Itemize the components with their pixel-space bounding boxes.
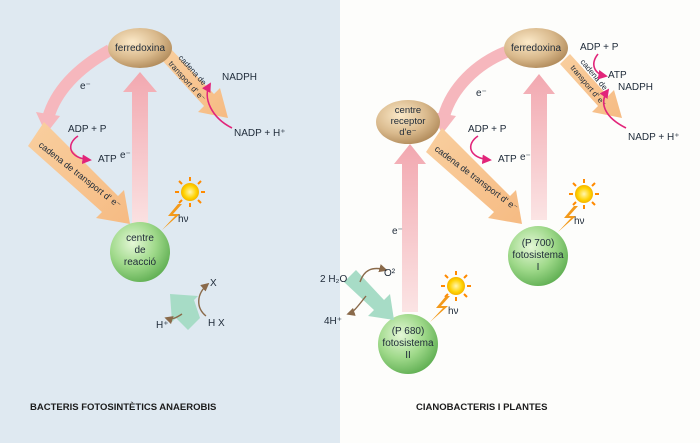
left-reaction-center-label-1: centre xyxy=(126,233,154,244)
right-ps1-label-2: fotosistema xyxy=(512,250,564,261)
right-ps2-sun-icon xyxy=(441,271,471,301)
right-middle-chain-arrow xyxy=(426,128,522,224)
right-photosystem-2-node xyxy=(378,314,438,374)
left-electron-up-label: e⁻ xyxy=(120,150,131,161)
left-electron-back-arrow xyxy=(42,44,113,120)
right-acceptor-label-3: d'e⁻ xyxy=(399,127,416,138)
right-water-arrow xyxy=(344,270,394,320)
right-ps2-hv-label: hν xyxy=(448,306,459,317)
left-upper-chain-arrow xyxy=(160,48,228,118)
right-proton-reaction-arrow xyxy=(346,295,367,316)
left-atp-reaction-arrow xyxy=(69,135,92,165)
right-ferredoxin-label: ferredoxina xyxy=(511,43,561,54)
left-sun-icon xyxy=(175,177,205,207)
right-electron-ps2-arrow xyxy=(394,144,426,312)
right-electron-back-label: e⁻ xyxy=(476,88,487,99)
right-oxygen-label: O² xyxy=(384,268,396,279)
right-proton-label: 4H⁺ xyxy=(324,316,342,327)
right-ps1-sun-icon xyxy=(569,179,599,209)
right-mid-adp-label: ADP + P xyxy=(468,124,507,135)
left-lower-chain-arrow xyxy=(28,122,130,224)
right-nadph-reaction-arrow xyxy=(599,88,627,129)
left-ferredoxin-node xyxy=(108,28,172,68)
right-electron-back-arrow xyxy=(438,46,509,118)
right-acceptor-label-1: centre xyxy=(395,105,421,116)
right-ps1-label-1: (P 700) xyxy=(522,238,555,249)
right-caption: CIANOBACTERIS I PLANTES xyxy=(416,402,547,413)
right-upper-chain-arrow xyxy=(560,54,622,118)
right-acceptor-label-2: receptor xyxy=(391,116,426,127)
right-electron-ps1-arrow xyxy=(523,74,555,220)
left-reaction-center-node xyxy=(110,222,170,282)
left-hx-label: H X xyxy=(208,318,225,329)
left-adp-label: ADP + P xyxy=(68,124,107,135)
left-reaction-center-label-3: reacció xyxy=(124,257,157,268)
right-mid-atp-reaction-arrow xyxy=(469,135,492,165)
right-ps2-label-3: II xyxy=(405,350,411,361)
right-nadph-label: NADPH xyxy=(618,82,653,93)
right-ps2-lightning-icon xyxy=(430,296,450,322)
right-electron-ps1-label: e⁻ xyxy=(520,152,531,163)
left-reaction-center-label-2: de xyxy=(134,245,146,256)
left-hv-label: hν xyxy=(178,214,189,225)
left-caption: BACTERIS FOTOSINTÈTICS ANAEROBIS xyxy=(30,402,216,413)
right-ps1-hv-label: hν xyxy=(574,216,585,227)
left-electron-back-arrowhead xyxy=(36,112,60,134)
right-electron-ps2-label: e⁻ xyxy=(392,226,403,237)
left-hplus-reaction-arrow xyxy=(164,313,183,325)
left-electron-up-arrow xyxy=(123,72,157,232)
left-nadph-reaction-arrow xyxy=(202,82,233,129)
left-nadph-label: NADPH xyxy=(222,72,257,83)
right-photosystem-1-node xyxy=(508,226,568,286)
left-nadp-label: NADP + H⁺ xyxy=(234,128,286,139)
right-ps2-label-2: fotosistema xyxy=(382,338,434,349)
left-reductant-arrow xyxy=(170,294,200,330)
right-top-atp-reaction-arrow xyxy=(593,53,608,80)
left-ferredoxin-label: ferredoxina xyxy=(115,43,165,54)
right-mid-atp-label: ATP xyxy=(498,154,517,165)
right-electron-acceptor-node xyxy=(376,100,440,144)
left-x-reaction-arrow xyxy=(198,282,210,317)
right-ps1-label-3: I xyxy=(537,262,540,273)
right-top-adp-label: ADP + P xyxy=(580,42,619,53)
right-ps2-label-1: (P 680) xyxy=(392,326,425,337)
left-x-label: X xyxy=(210,278,217,289)
right-ferredoxin-node xyxy=(504,28,568,68)
right-water-label: 2 H₂O xyxy=(320,274,347,285)
right-oxygen-reaction-arrow xyxy=(359,264,388,283)
left-hplus-label: H⁺ xyxy=(156,320,169,331)
right-nadp-label: NADP + H⁺ xyxy=(628,132,680,143)
left-atp-label: ATP xyxy=(98,154,117,165)
right-top-atp-label: ATP xyxy=(608,70,627,81)
left-electron-back-label: e⁻ xyxy=(80,81,91,92)
